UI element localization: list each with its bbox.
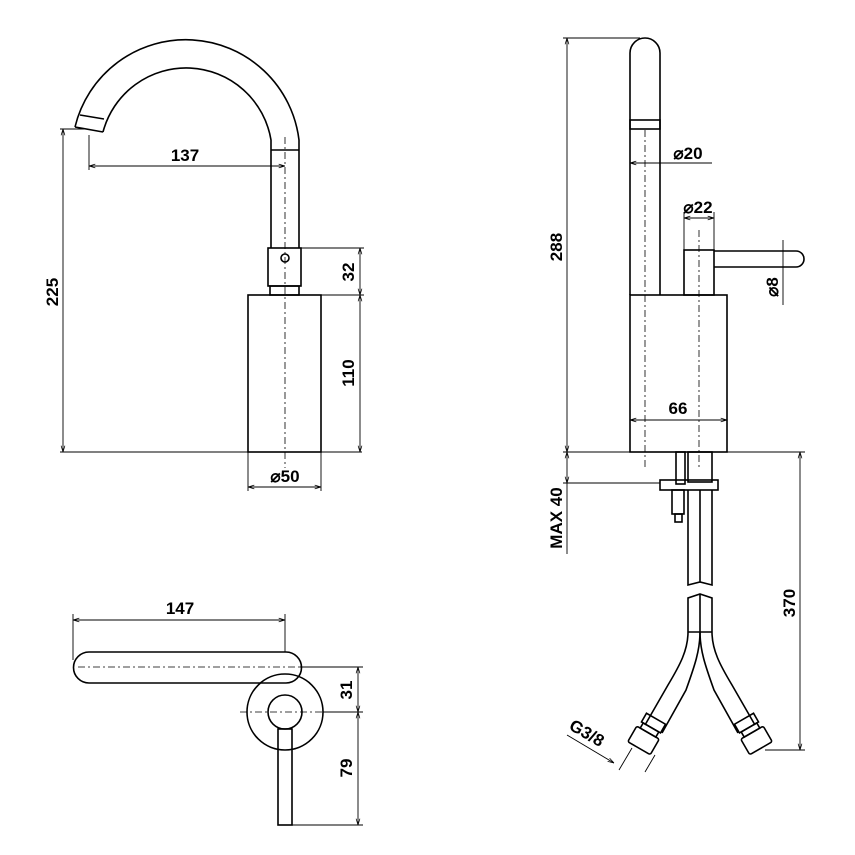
dim-offset: 31 (337, 681, 356, 700)
side-view: 137 225 32 110 ⌀50 (43, 38, 364, 491)
spout (629, 37, 661, 295)
connector-right (733, 712, 773, 755)
hoses-upper (687, 490, 713, 587)
hose-right (699, 631, 756, 734)
dim-collar: 32 (339, 263, 358, 282)
spout-tip (74, 114, 105, 133)
dim-total-height: 288 (547, 233, 566, 261)
dim-spout-diameter: ⌀20 (673, 144, 702, 163)
dim-body-width: 66 (669, 399, 688, 418)
body (247, 294, 322, 453)
spout-outer (74, 38, 300, 150)
dim-hose-length: 370 (780, 589, 799, 617)
connector-left (627, 712, 667, 755)
collar-ring (269, 285, 300, 296)
body (629, 294, 728, 453)
hose-fitting (687, 451, 713, 483)
dim-body: 110 (339, 359, 358, 386)
front-view: 288 ⌀20 ⌀22 ⌀8 66 (547, 37, 805, 773)
dim-max-thickness: MAX 40 (547, 487, 566, 548)
dim-reach: 137 (171, 146, 199, 165)
dim-body-diameter: ⌀50 (270, 467, 299, 486)
mounting-plate (659, 479, 719, 491)
dim-lever-diameter: ⌀8 (763, 277, 782, 297)
aerator (629, 119, 661, 130)
lever-top (277, 728, 293, 826)
top-view: 147 31 79 (72, 599, 363, 826)
lever (714, 250, 805, 268)
dim-stem: 79 (337, 759, 356, 778)
hoses-lower (687, 593, 713, 633)
spout-inner (102, 67, 272, 150)
dim-thread: G3/8 (566, 716, 607, 751)
mounting-nut (671, 489, 685, 515)
threaded-rod (675, 451, 686, 485)
dim-handle-diameter: ⌀22 (683, 198, 712, 217)
dim-lever-length: 147 (166, 599, 194, 618)
dim-height: 225 (43, 278, 62, 306)
spout-top (72, 651, 303, 684)
